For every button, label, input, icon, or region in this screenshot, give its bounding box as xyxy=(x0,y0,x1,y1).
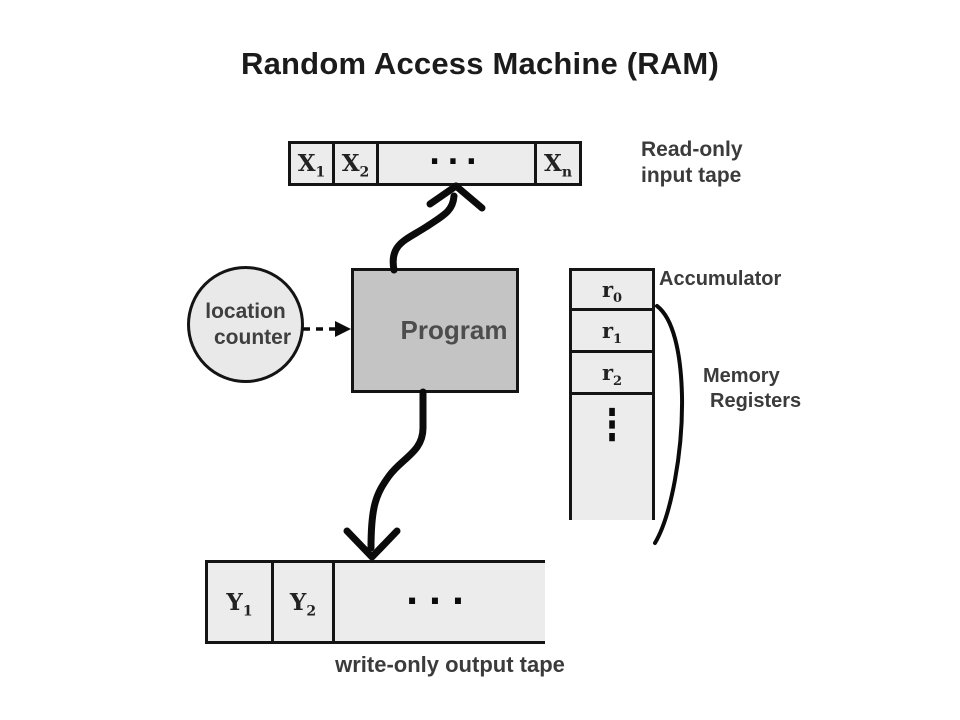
register-column: r0 r1 r2 ⋮ xyxy=(569,268,655,520)
location-counter-line2: counter xyxy=(213,325,291,349)
input-tape-label-line1: Read-only xyxy=(641,138,743,161)
memory-label-line1: Memory xyxy=(703,365,780,387)
cell-text: r1 xyxy=(601,318,622,346)
input-tape-cell-x2: X2 xyxy=(335,144,379,183)
cell-text: Y2 xyxy=(289,588,317,620)
register-cell-r2: r2 xyxy=(572,353,652,395)
cell-sub: 2 xyxy=(613,374,623,390)
cell-sub: 1 xyxy=(613,332,623,348)
input-tape-cell-x1: X1 xyxy=(291,144,335,183)
cell-text: X2 xyxy=(341,150,370,180)
cell-sub: 0 xyxy=(613,291,623,307)
location-counter-circle: location counter xyxy=(187,266,304,383)
input-tape: X1 X2 ... Xn xyxy=(288,137,582,186)
ellipsis-icon: ... xyxy=(428,137,485,172)
input-tape-label-line2: input tape xyxy=(641,164,742,187)
cell-base: X xyxy=(297,150,316,177)
output-tape-cell-y1: Y1 xyxy=(208,563,274,641)
accumulator-label: Accumulator xyxy=(659,268,782,290)
location-counter-arrow xyxy=(303,321,351,337)
input-tape-cell-ellipsis: ... xyxy=(379,137,537,183)
cell-sub: 2 xyxy=(306,603,317,620)
register-cell-rest: ⋮ xyxy=(572,395,652,519)
vertical-ellipsis-icon: ⋮ xyxy=(596,399,628,451)
output-tape-cell-y2: Y2 xyxy=(274,563,335,641)
output-tape-cell-ellipsis: ... xyxy=(335,563,545,641)
location-counter-line1: location xyxy=(205,299,286,323)
cell-text: Xn xyxy=(543,150,572,180)
ellipsis-icon: ... xyxy=(405,573,475,613)
program-label: Program xyxy=(400,315,508,345)
input-tape-cell-xn: Xn xyxy=(537,144,579,183)
cell-sub: 2 xyxy=(359,164,370,181)
cell-text: X1 xyxy=(297,150,326,180)
cell-text: Y1 xyxy=(226,588,253,620)
cell-sub: 1 xyxy=(315,164,326,181)
output-tape: Y1 Y2 ... xyxy=(205,560,545,644)
program-box: Program xyxy=(351,268,519,393)
cell-text: r2 xyxy=(601,360,622,388)
cell-base: X xyxy=(543,150,562,177)
cell-text: r0 xyxy=(601,277,622,305)
output-tape-label: write-only output tape xyxy=(335,652,565,677)
memory-label-line2: Registers xyxy=(710,390,802,412)
cell-base: r xyxy=(601,318,614,343)
cell-base: Y xyxy=(226,588,243,616)
program-to-input-arrow xyxy=(389,182,486,274)
program-to-output-arrow xyxy=(343,388,427,561)
cell-base: X xyxy=(341,150,360,177)
register-cell-r1: r1 xyxy=(572,311,652,353)
cell-sub: 1 xyxy=(242,603,253,620)
memory-registers-bracket xyxy=(653,304,685,545)
input-tape-label: Read-only input tape xyxy=(641,137,743,189)
cell-sub: n xyxy=(561,164,573,181)
cell-base: r xyxy=(601,277,614,302)
cell-base: Y xyxy=(289,588,307,616)
page-title: Random Access Machine (RAM) xyxy=(241,46,719,81)
cell-base: r xyxy=(601,360,614,385)
memory-registers-label: Memory Registers xyxy=(703,364,801,414)
register-cell-r0: r0 xyxy=(572,271,652,311)
